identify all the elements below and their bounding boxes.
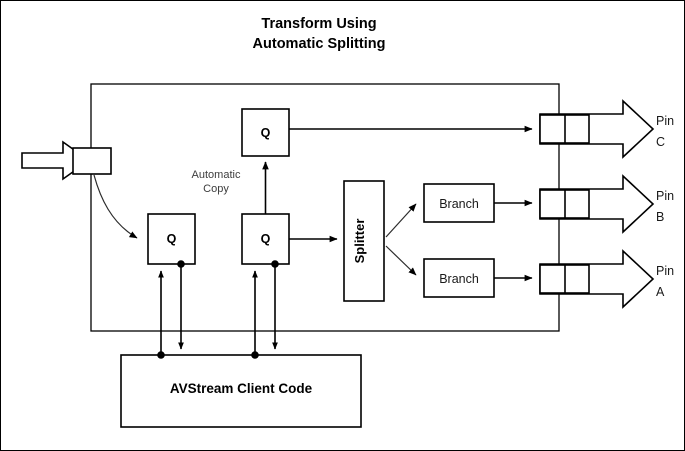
pin-c-label-line-2: C [656, 135, 665, 149]
splitter-label: Splitter [352, 219, 367, 264]
pin-c-label-line-1: Pin [656, 114, 674, 128]
pin-b-label-line-1: Pin [656, 189, 674, 203]
pin-b-label-line-2: B [656, 210, 664, 224]
splitter-box [343, 180, 385, 302]
pin-a-output: Pin A [539, 249, 674, 309]
junction-dot-q-left-down [177, 260, 185, 268]
avstream-client-code-box [120, 354, 362, 428]
branch-lower-label: Branch [439, 272, 479, 286]
automatic-copy-label-line-1: Automatic [192, 169, 241, 181]
title-line-1: Transform Using [261, 16, 376, 32]
input-pin-connector [72, 147, 112, 175]
connector-splitter-to-branch-upper [385, 203, 417, 238]
q-left-box [147, 213, 196, 265]
q-middle-box [241, 213, 290, 265]
q-top-box [241, 108, 290, 157]
junction-dot-client-q-left-up [157, 351, 165, 359]
junction-dot-client-q-middle-up [251, 351, 259, 359]
branch-upper-box [423, 183, 495, 223]
pin-a-label-line-2: A [656, 285, 665, 299]
title-line-2: Automatic Splitting [253, 36, 386, 52]
pin-a-label-line-1: Pin [656, 264, 674, 278]
junction-dot-q-middle-down [271, 260, 279, 268]
branch-upper-label: Branch [439, 197, 479, 211]
connector-input-to-q-left [93, 174, 138, 239]
automatic-copy-label-line-2: Copy [203, 183, 229, 195]
q-left-label: Q [167, 232, 177, 246]
q-middle-label: Q [261, 232, 271, 246]
connector-splitter-to-branch-lower [385, 245, 417, 276]
avstream-client-code-label: AVStream Client Code [170, 381, 313, 396]
pin-c-output: Pin C [539, 99, 674, 159]
q-top-label: Q [261, 126, 271, 140]
branch-lower-box [423, 258, 495, 298]
pin-b-output: Pin B [539, 174, 674, 234]
